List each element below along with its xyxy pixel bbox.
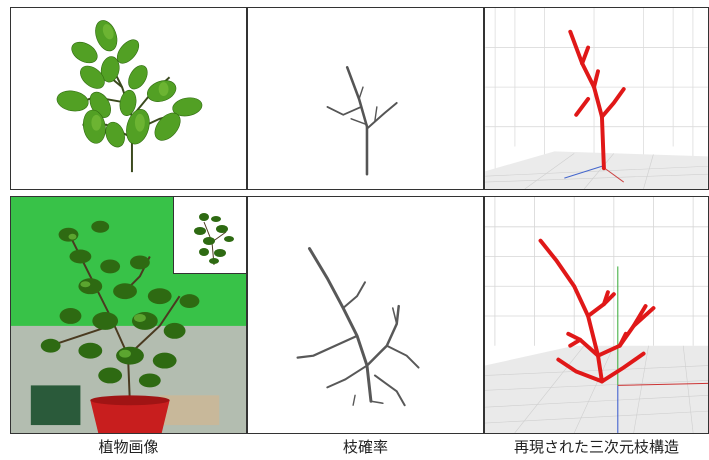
bottom-plant-photo-panel — [10, 196, 247, 434]
top-3d-structure-panel — [484, 7, 709, 190]
synthetic-plant-image — [56, 20, 203, 173]
bottom-branch-probability-panel — [247, 196, 484, 434]
caption-branch-probability: 枝確率 — [342, 438, 388, 456]
branch-probability-map — [326, 66, 398, 176]
caption-3d-branch-structure: 再現された三次元枝構造 — [513, 438, 679, 456]
branch-probability-map — [296, 247, 420, 407]
3d-branch-structure — [485, 8, 708, 189]
top-plant-image-panel — [10, 7, 247, 190]
top-branch-probability-panel — [247, 7, 484, 190]
inset-plant-thumbnail — [173, 197, 246, 274]
bottom-3d-structure-panel — [484, 196, 709, 434]
caption-plant-image: 植物画像 — [98, 438, 159, 456]
3d-branch-structure — [485, 197, 708, 433]
